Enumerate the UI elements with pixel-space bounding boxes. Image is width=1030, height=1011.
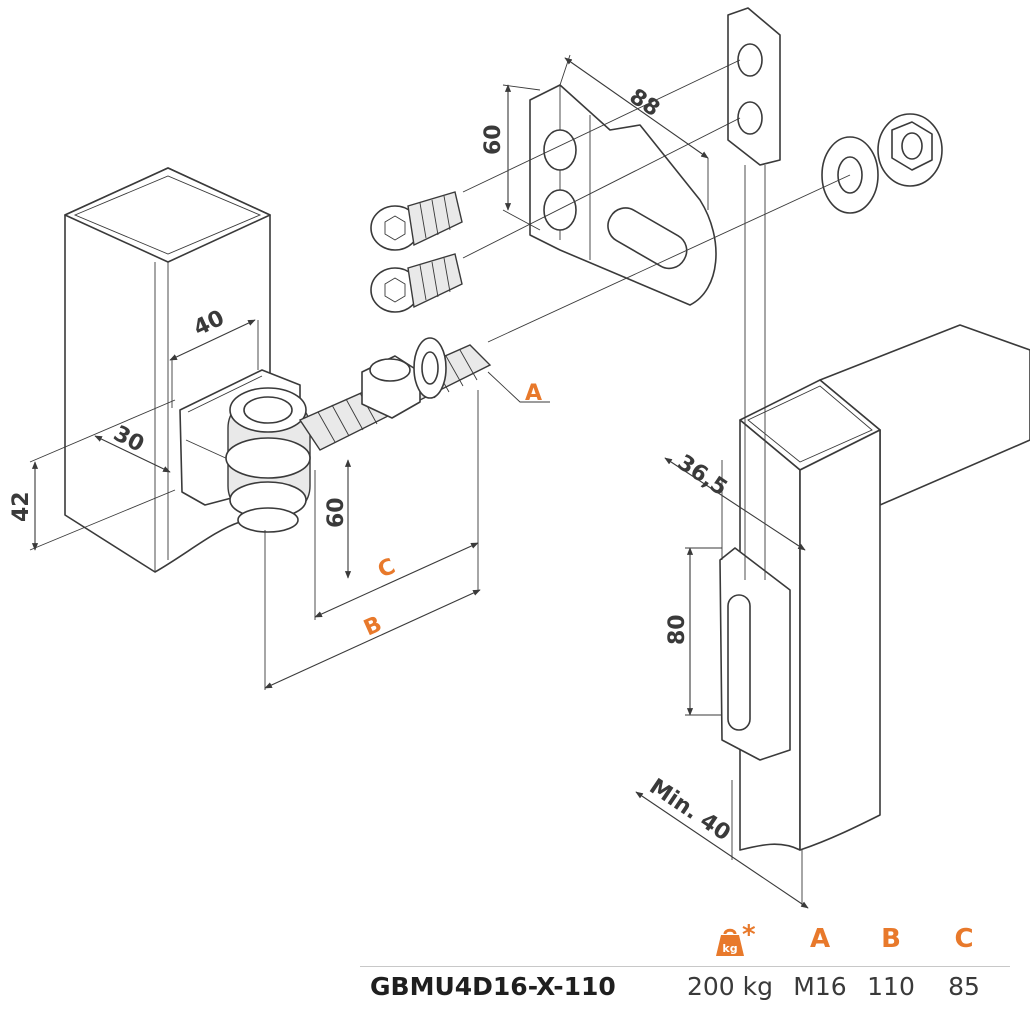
washer-and-nut [821, 113, 943, 214]
dim-bracket-height: 60 [481, 124, 506, 155]
value-b: 110 [867, 972, 915, 1001]
weight-value: 200 kg [686, 972, 773, 1001]
label-c: C [374, 554, 399, 583]
value-c: 85 [948, 972, 980, 1001]
dim-pin-height: 60 [324, 497, 349, 528]
dim-post-height: 42 [9, 491, 34, 522]
spec-table: kg * A B C GBMU4D16-X-110 200 kg M16 110… [360, 920, 1010, 1004]
hinge-eye-bolt [179, 337, 492, 533]
dim-min-gap: Min. 40 [645, 774, 735, 846]
dim-slot-height: 80 [665, 614, 690, 645]
countersunk-screws [370, 191, 463, 313]
gate-frame [719, 324, 1030, 851]
dimension-lines [29, 54, 809, 909]
label-a: A [525, 381, 542, 406]
kg-icon-label: kg [722, 942, 737, 955]
table-rule [360, 966, 1010, 967]
kg-weight-icon: kg [716, 928, 748, 958]
header-a: A [809, 924, 831, 954]
header-b: B [881, 924, 901, 954]
value-a: M16 [793, 972, 847, 1001]
gate-bracket [529, 84, 717, 306]
weight-asterisk: * [742, 920, 756, 950]
dim-slot-offset: 36,5 [673, 450, 732, 501]
dim-bracket-length: 88 [625, 84, 664, 122]
model-number: GBMU4D16-X-110 [370, 972, 616, 1001]
header-c: C [954, 924, 974, 954]
label-b: B [360, 612, 385, 642]
threaded-plate [727, 7, 781, 166]
